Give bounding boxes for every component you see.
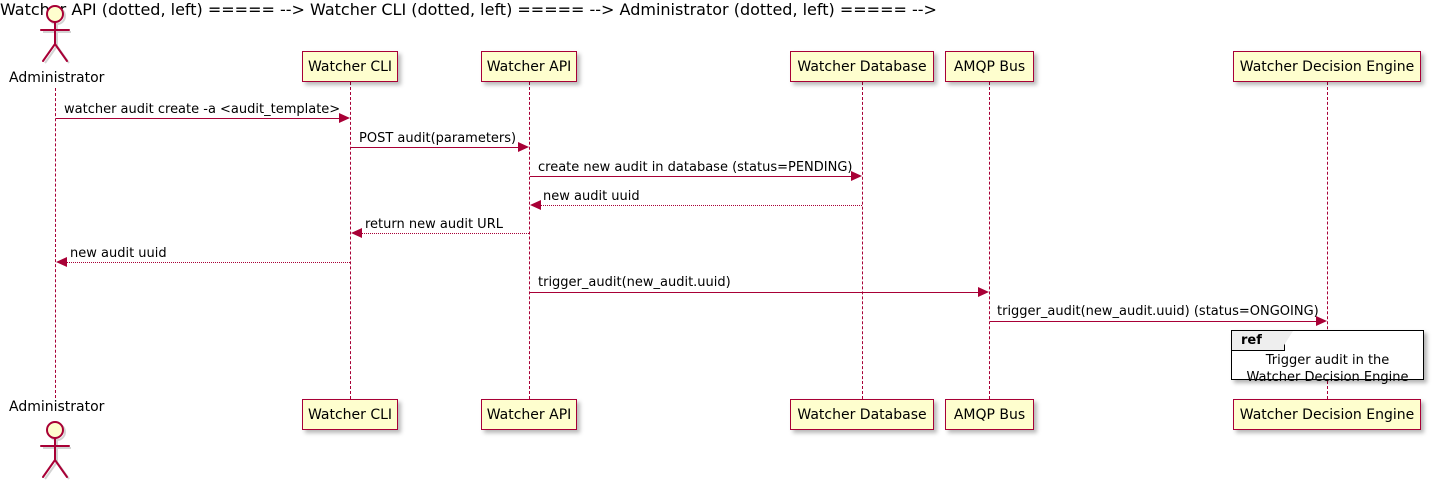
message-line-8 bbox=[990, 321, 1316, 322]
message-line-4 bbox=[541, 205, 862, 206]
ref-body-line-1: Trigger audit in the bbox=[1265, 353, 1390, 368]
message-arrowhead-4 bbox=[530, 200, 541, 210]
participant-watcher-api-top[interactable]: Watcher API bbox=[481, 51, 577, 82]
participant-watcher-decision-engine-top[interactable]: Watcher Decision Engine bbox=[1233, 51, 1421, 82]
participant-amqp-bus-bottom[interactable]: AMQP Bus bbox=[945, 399, 1034, 430]
ref-tab-label: ref bbox=[1232, 331, 1285, 351]
participant-watcher-database-bottom[interactable]: Watcher Database bbox=[790, 399, 934, 430]
lifeline-watcher-cli bbox=[350, 82, 351, 399]
message-line-3 bbox=[530, 176, 851, 177]
actor-administrator-bottom bbox=[33, 420, 77, 480]
lifeline-administrator bbox=[55, 88, 56, 398]
message-label-7: trigger_audit(new_audit.uuid) bbox=[538, 275, 731, 290]
actor-label-administrator-top: Administrator bbox=[9, 70, 105, 86]
message-arrowhead-5 bbox=[351, 228, 362, 238]
message-label-3: create new audit in database (status=PEN… bbox=[538, 160, 853, 175]
message-label-1: watcher audit create -a <audit_template> bbox=[64, 102, 341, 117]
participant-amqp-bus-top[interactable]: AMQP Bus bbox=[945, 51, 1034, 82]
message-arrowhead-6 bbox=[56, 257, 67, 267]
ref-body-line-2: Watcher Decision Engine bbox=[1246, 370, 1409, 385]
message-arrowhead-3 bbox=[851, 171, 862, 181]
message-arrowhead-8 bbox=[1316, 316, 1327, 326]
message-label-8: trigger_audit(new_audit.uuid) (status=ON… bbox=[997, 304, 1319, 319]
message-label-4: new audit uuid bbox=[543, 189, 640, 204]
ref-tab-corner-icon bbox=[1281, 331, 1293, 350]
participant-watcher-cli-bottom[interactable]: Watcher CLI bbox=[302, 399, 398, 430]
lifeline-watcher-database bbox=[862, 82, 863, 399]
message-arrowhead-7 bbox=[978, 287, 989, 297]
ref-frame: ref Trigger audit in the Watcher Decisio… bbox=[1231, 330, 1424, 385]
participant-watcher-cli-top[interactable]: Watcher CLI bbox=[302, 51, 398, 82]
lifeline-watcher-api bbox=[529, 82, 530, 399]
message-line-5 bbox=[362, 233, 529, 234]
participant-watcher-api-bottom[interactable]: Watcher API bbox=[481, 399, 577, 430]
actor-label-administrator-bottom: Administrator bbox=[9, 399, 105, 415]
message-line-7 bbox=[530, 292, 978, 293]
participant-watcher-database-top[interactable]: Watcher Database bbox=[790, 51, 934, 82]
lifeline-watcher-decision-engine bbox=[1327, 82, 1328, 399]
lifeline-amqp-bus bbox=[989, 82, 990, 399]
message-line-1 bbox=[56, 118, 339, 119]
message-arrowhead-2 bbox=[518, 142, 529, 152]
actor-administrator-top bbox=[33, 4, 77, 64]
message-line-6 bbox=[67, 262, 350, 263]
message-label-2: POST audit(parameters) bbox=[359, 131, 517, 146]
participant-watcher-decision-engine-bottom[interactable]: Watcher Decision Engine bbox=[1233, 399, 1421, 430]
message-line-2 bbox=[351, 147, 518, 148]
message-arrowhead-1 bbox=[339, 113, 350, 123]
message-label-5: return new audit URL bbox=[365, 217, 503, 232]
message-label-6: new audit uuid bbox=[70, 246, 167, 261]
ref-frame-body: Trigger audit in the Watcher Decision En… bbox=[1232, 352, 1423, 386]
